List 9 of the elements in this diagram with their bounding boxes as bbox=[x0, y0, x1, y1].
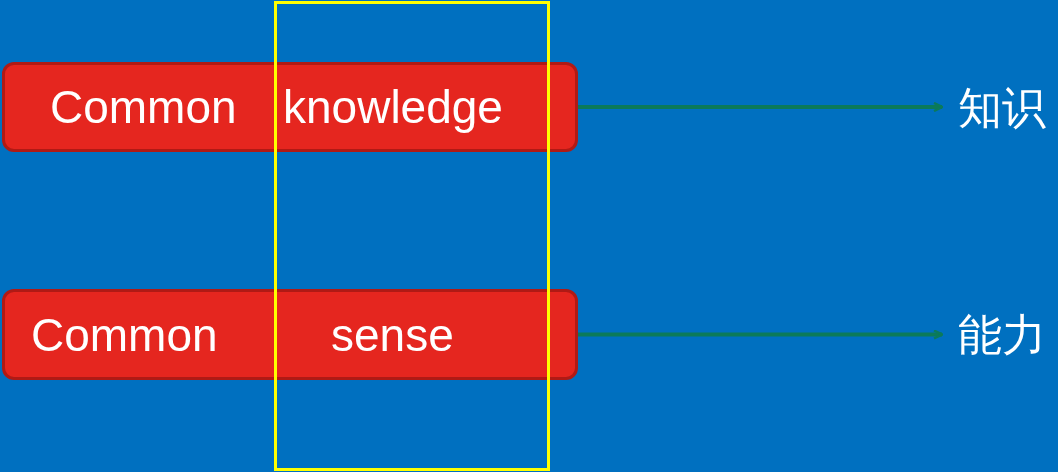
term-label: 能力 bbox=[958, 307, 1046, 363]
bar-text: sense bbox=[331, 311, 454, 358]
arrow bbox=[578, 101, 944, 113]
label-bar bbox=[2, 62, 578, 152]
label-bar bbox=[2, 289, 578, 380]
bar-text: Common bbox=[50, 84, 237, 130]
arrow bbox=[578, 329, 944, 340]
bar-text: Common bbox=[31, 311, 218, 358]
term-label: 知识 bbox=[958, 80, 1046, 136]
